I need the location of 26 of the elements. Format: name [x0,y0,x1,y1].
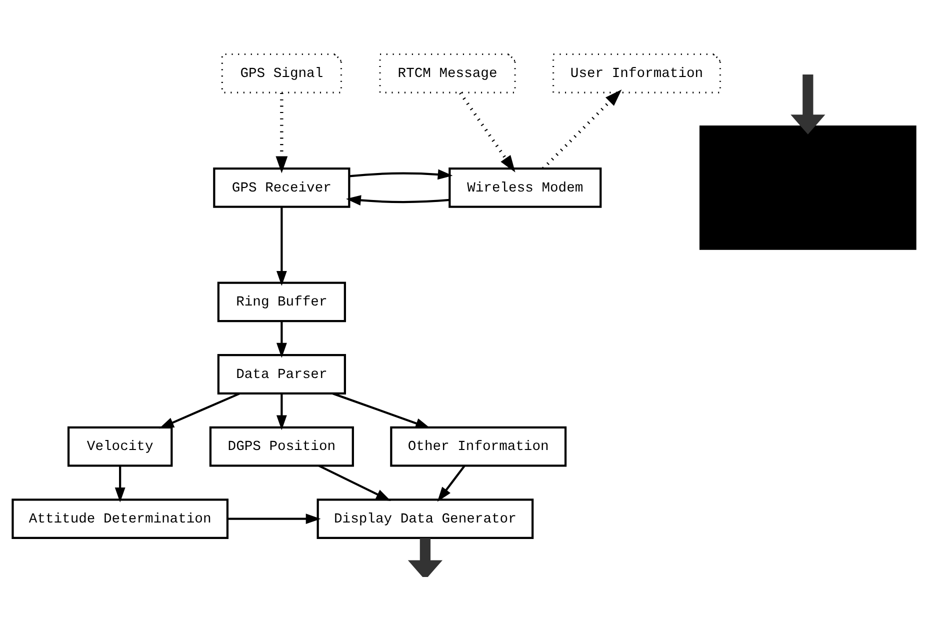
node-box: Display Data Generator [316,498,534,539]
node-box: Ring Buffer [217,281,346,322]
arrow [114,466,126,502]
arrow [318,464,391,501]
arrow [228,513,321,524]
node-box: Wireless Modem [448,166,602,208]
arrow [276,206,287,286]
arrow [346,194,450,205]
node-box: DGPS Position [209,426,354,466]
node-box: Velocity [67,426,173,466]
node-box [699,124,916,250]
arrow [332,392,430,428]
node-box: GPS Receiver [213,166,350,208]
arrow [276,393,287,430]
arrow [349,168,453,180]
arrow [459,92,516,172]
arrow [276,92,288,173]
arrow [437,464,466,502]
arrow [542,89,622,170]
arrow [158,392,240,428]
arrow [790,74,826,134]
node-box: Data Parser [217,354,346,394]
node-box: Attitude Determination [12,498,229,539]
node-box: Other Information [390,426,567,466]
arrow [276,320,287,358]
arrow [408,538,442,576]
